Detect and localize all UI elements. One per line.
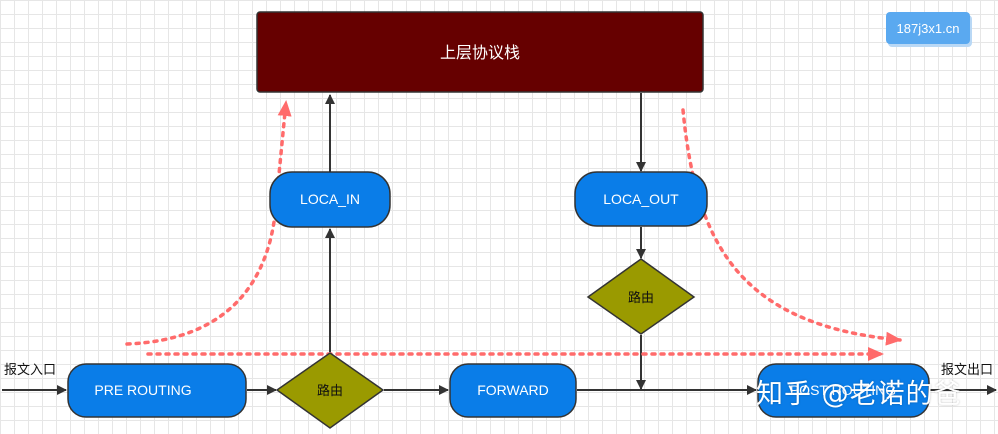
routing-decision-output-label: 路由: [628, 290, 654, 306]
forward-node: FORWARD: [449, 363, 577, 418]
loca-out-label: LOCA_OUT: [603, 191, 679, 207]
site-badge: 187j3x1.cn: [886, 12, 970, 44]
packet-entry-label: 报文入口: [4, 363, 56, 378]
upper-protocol-stack: 上层协议栈: [256, 11, 704, 93]
pre-routing-label: PRE ROUTING: [94, 382, 191, 398]
routing-decision-input: 路由: [275, 352, 385, 429]
connector-lines: [2, 93, 997, 395]
loca-out-node: LOCA_OUT: [574, 171, 708, 227]
watermark: 知乎 @老诺的爸: [756, 379, 962, 410]
routing-decision-output: 路由: [586, 258, 696, 335]
dotted-path-output: [681, 108, 902, 346]
forward-label: FORWARD: [477, 382, 549, 398]
post-routing-label: POST ROUTING: [790, 382, 896, 398]
upper-protocol-stack-label: 上层协议栈: [440, 43, 520, 62]
packet-exit-label: 报文出口: [941, 363, 993, 378]
pre-routing-node: PRE ROUTING: [67, 363, 247, 418]
dotted-path-input: [125, 100, 292, 346]
loca-in-label: LOCA_IN: [300, 191, 360, 207]
dotted-flow-paths: [125, 100, 902, 361]
loca-in-node: LOCA_IN: [269, 171, 391, 228]
post-routing-node: POST ROUTING: [757, 363, 930, 418]
routing-decision-input-label: 路由: [317, 383, 343, 399]
